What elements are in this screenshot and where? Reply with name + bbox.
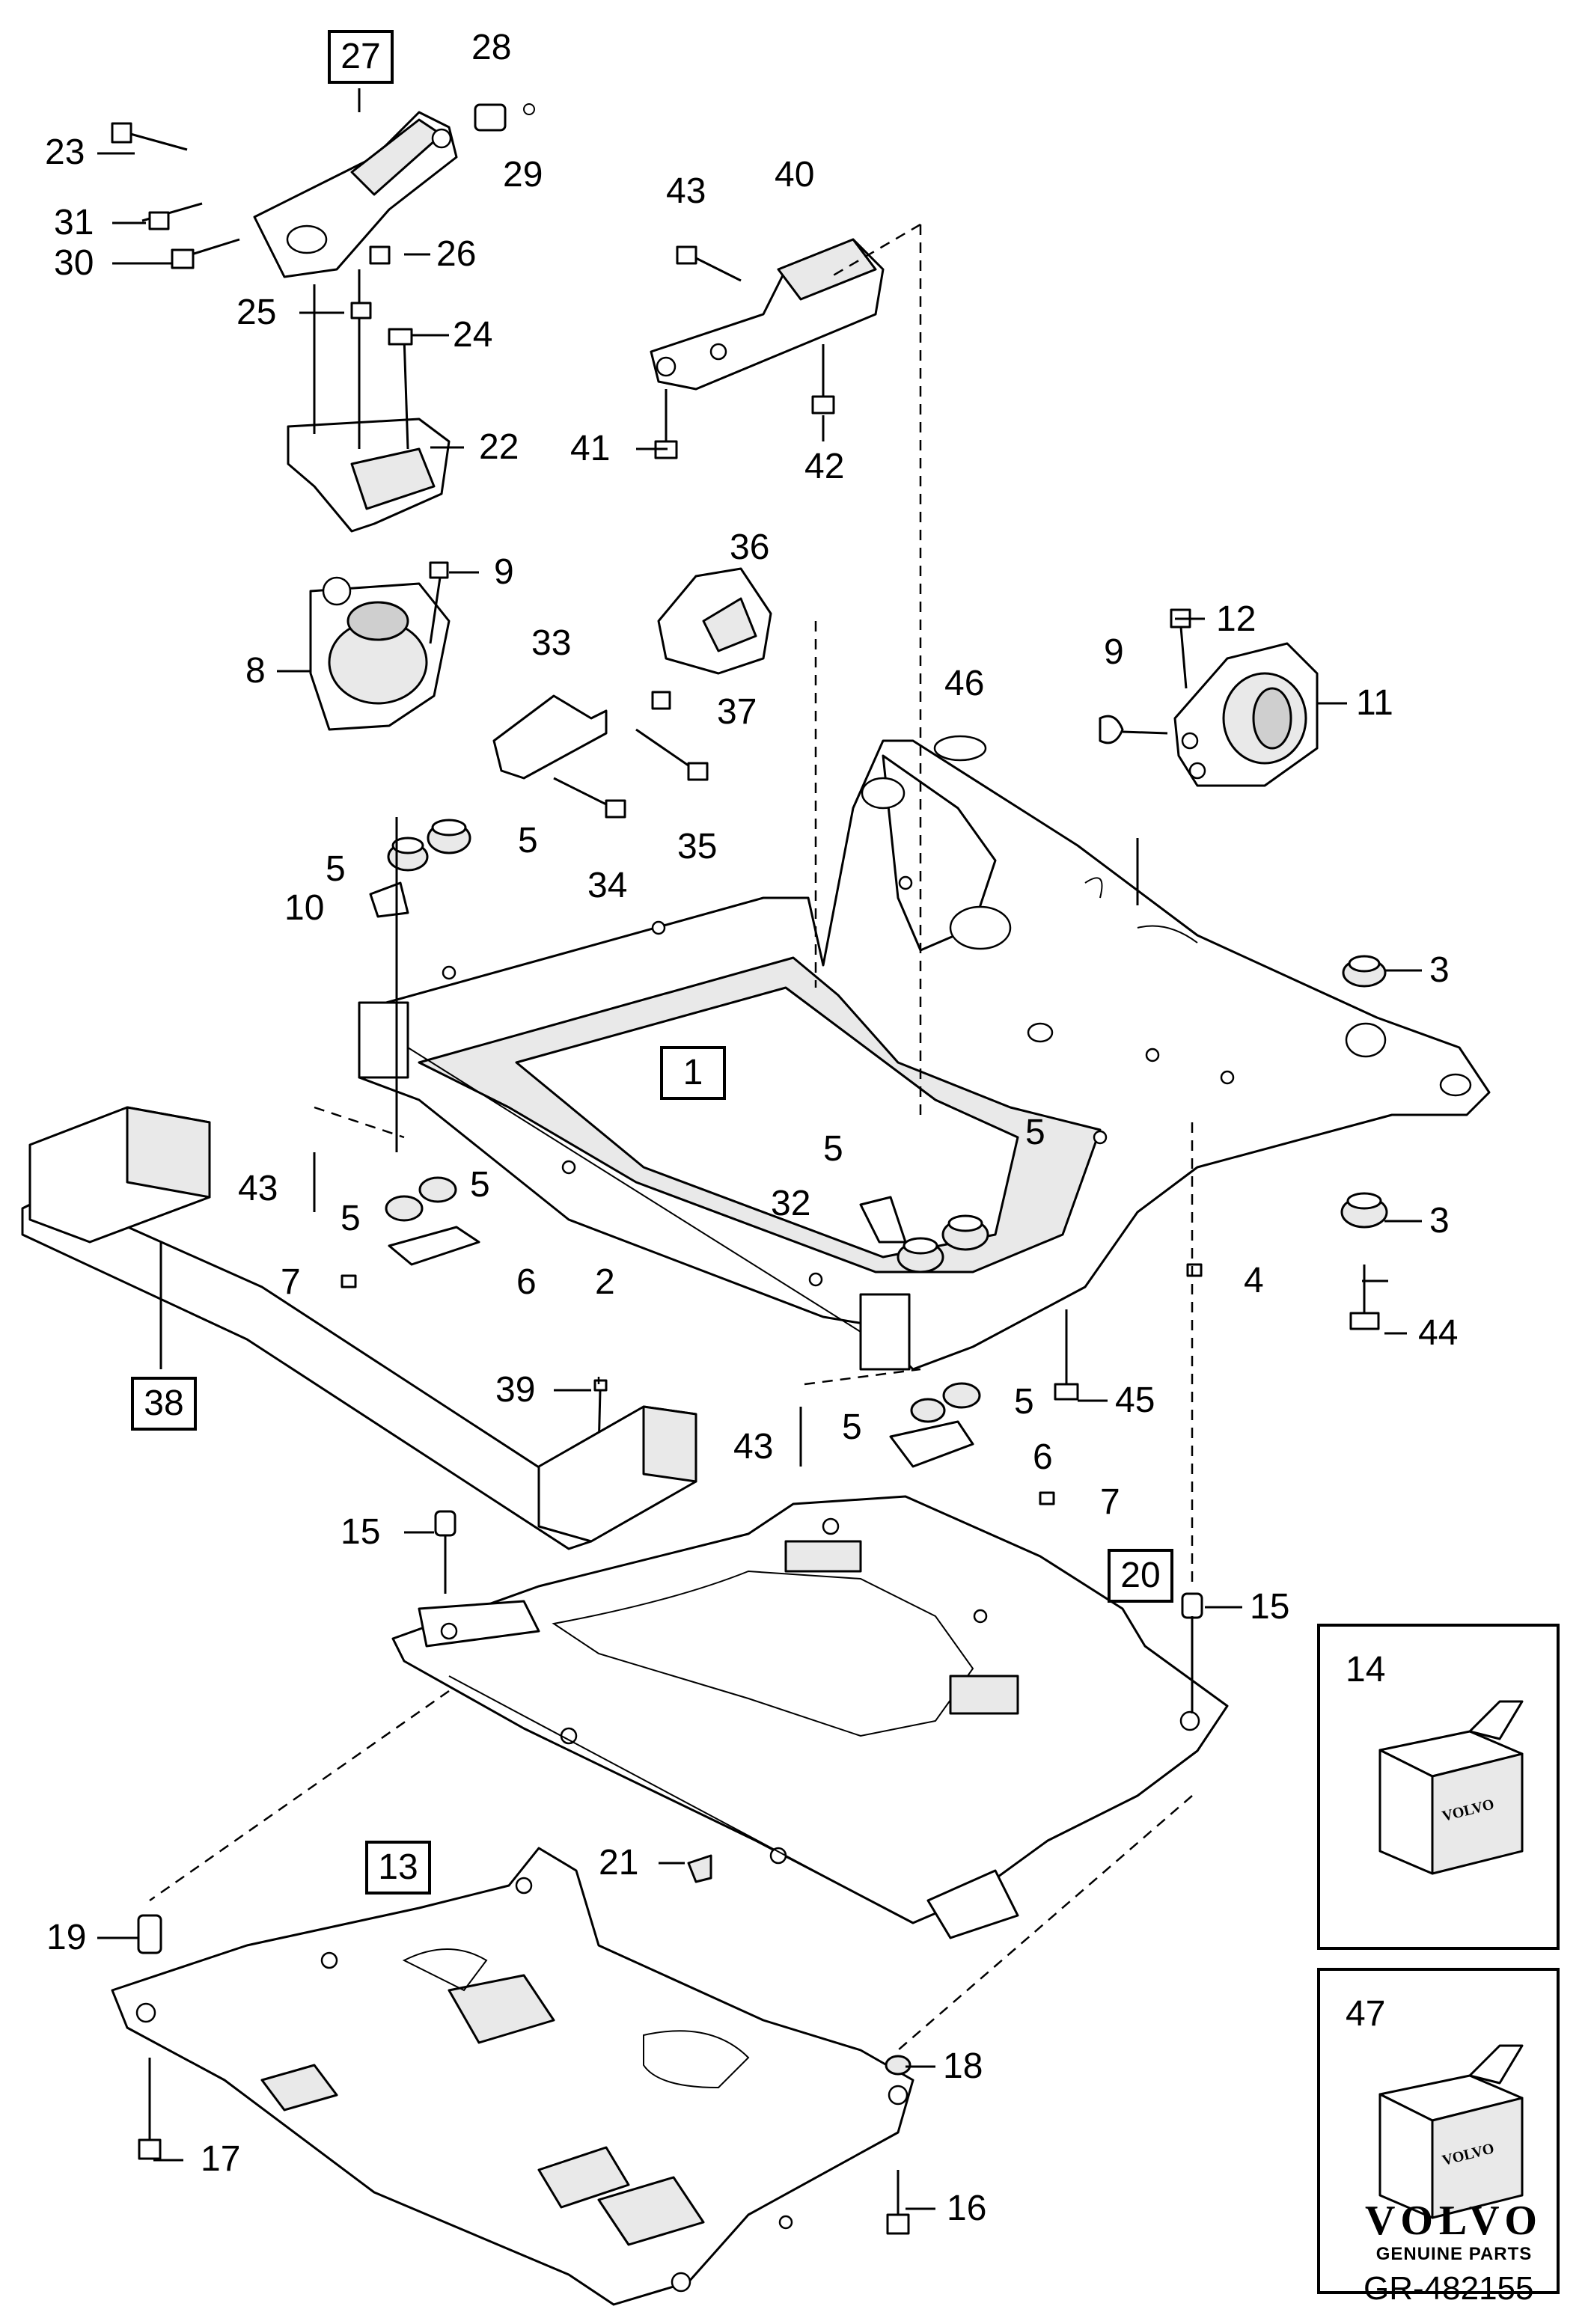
callout-4: 4 — [1244, 1261, 1264, 1300]
logo-subtitle: GENUINE PARTS — [1375, 2244, 1533, 2264]
figure-id: GR-482155 — [1364, 2270, 1534, 2307]
skid-plate-20 — [391, 1495, 1229, 1939]
callout-40: 40 — [775, 155, 815, 195]
callout-6-right: 6 — [1033, 1437, 1053, 1477]
callout-24: 24 — [453, 315, 493, 355]
box-icon: VOLVO — [1378, 2044, 1524, 2219]
engine-mount-8 — [309, 561, 451, 731]
clips-15 — [434, 1510, 1203, 1713]
callout-17: 17 — [201, 2139, 241, 2179]
kit-number: 47 — [1346, 1994, 1386, 2034]
callout-3-top: 3 — [1429, 950, 1450, 990]
callout-15-right: 15 — [1250, 1587, 1290, 1627]
callout-8: 8 — [245, 651, 266, 691]
callout-35: 35 — [677, 827, 718, 866]
callout-23: 23 — [45, 132, 85, 172]
callout-2: 2 — [595, 1262, 615, 1302]
callout-43-top: 43 — [666, 171, 706, 211]
callout-5-e: 5 — [341, 1199, 361, 1238]
callout-37: 37 — [717, 692, 757, 732]
engine-mount-22 — [287, 245, 451, 533]
callout-32: 32 — [771, 1184, 811, 1223]
brackets-6-10-32 — [369, 881, 974, 1468]
callout-5-h: 5 — [1014, 1382, 1034, 1422]
bracket-33 — [492, 691, 709, 819]
callout-5-a: 5 — [326, 849, 346, 889]
callout-25: 25 — [236, 293, 277, 332]
callout-5-b: 5 — [518, 821, 538, 860]
volvo-logo: VOLVO GENUINE PARTS — [1361, 2198, 1548, 2266]
kit-box-14: 14 VOLVO — [1317, 1624, 1560, 1950]
callout-30: 30 — [54, 243, 94, 283]
callout-5-c: 5 — [823, 1129, 843, 1169]
callout-46: 46 — [944, 664, 985, 703]
callout-44: 44 — [1418, 1313, 1459, 1353]
callout-1: 1 — [660, 1046, 726, 1100]
callout-22: 22 — [479, 427, 519, 467]
kit-box-47: 47 VOLVO — [1317, 1968, 1560, 2294]
bumper-beam-38 — [21, 1106, 697, 1550]
callout-21: 21 — [599, 1843, 639, 1883]
callout-11: 11 — [1356, 683, 1393, 723]
callout-6-left: 6 — [516, 1262, 537, 1302]
callout-7-left: 7 — [281, 1262, 301, 1302]
callout-36: 36 — [730, 528, 770, 567]
callout-27: 27 — [328, 30, 394, 84]
bracket-36 — [657, 567, 772, 675]
splash-shield-13 — [111, 1847, 914, 2306]
callout-9-left: 9 — [494, 552, 514, 592]
callout-19: 19 — [46, 1918, 87, 1957]
mount-11 — [1099, 608, 1319, 787]
callout-33: 33 — [531, 623, 572, 663]
callout-5-d: 5 — [1025, 1113, 1045, 1152]
callout-42: 42 — [804, 447, 845, 486]
callout-7-right: 7 — [1100, 1482, 1120, 1522]
callout-20: 20 — [1108, 1549, 1173, 1603]
callout-13: 13 — [365, 1841, 431, 1895]
callout-3-bottom: 3 — [1429, 1201, 1450, 1241]
transmission-mount-40 — [650, 238, 885, 459]
callout-31: 31 — [54, 203, 94, 242]
kit-number: 14 — [1346, 1650, 1386, 1690]
callout-43-left: 43 — [238, 1169, 278, 1208]
callout-41: 41 — [570, 429, 611, 468]
callout-10: 10 — [284, 888, 325, 928]
logo-brand: VOLVO — [1365, 2198, 1543, 2244]
engine-mount-bracket-27 — [253, 103, 535, 278]
box-icon: VOLVO — [1378, 1700, 1524, 1875]
callout-9-right: 9 — [1104, 632, 1124, 672]
callout-39: 39 — [495, 1370, 536, 1410]
rubber-bushings-5 — [385, 735, 1388, 1423]
callout-leaders — [97, 88, 1422, 2210]
subframe-1 — [358, 739, 1491, 1371]
callout-28: 28 — [471, 28, 512, 67]
callout-15-left: 15 — [341, 1512, 381, 1552]
callout-5-g: 5 — [842, 1407, 862, 1447]
callout-38: 38 — [131, 1377, 197, 1431]
fasteners-16-17-18-19 — [137, 1914, 911, 2235]
callout-34: 34 — [587, 866, 628, 905]
callout-18: 18 — [943, 2046, 983, 2086]
callout-43-bottom: 43 — [733, 1427, 774, 1467]
callout-26: 26 — [436, 234, 477, 274]
callout-45: 45 — [1115, 1380, 1155, 1420]
reference-lines — [149, 223, 1194, 2051]
callout-5-f: 5 — [470, 1165, 490, 1205]
callout-16: 16 — [947, 2189, 987, 2228]
bolts-23-31-30 — [111, 122, 240, 269]
callout-12: 12 — [1216, 599, 1256, 639]
callout-29: 29 — [503, 155, 543, 195]
